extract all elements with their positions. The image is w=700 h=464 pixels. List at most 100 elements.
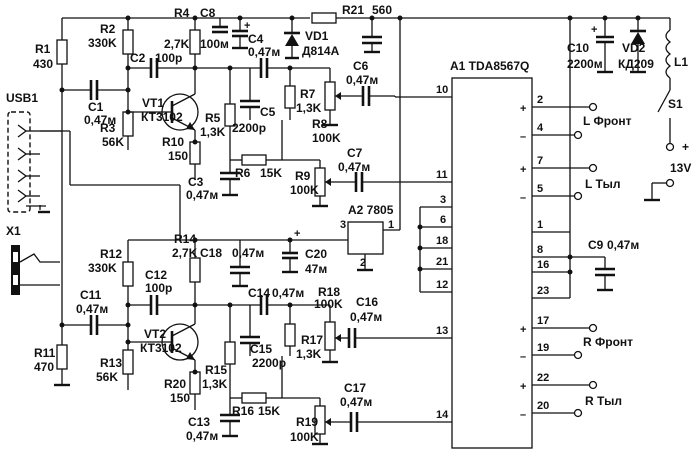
capacitor-c2: C2 100p [128, 51, 195, 78]
resistor-r17: R17 1,3K [284, 305, 323, 361]
jack-x1: X1 [6, 185, 63, 295]
svg-text:R1: R1 [35, 42, 51, 56]
potentiometer-r19: R19 100K [290, 398, 350, 446]
svg-text:0,47м: 0,47м [272, 286, 304, 300]
svg-text:R15: R15 [205, 363, 227, 377]
svg-text:100p: 100p [155, 51, 182, 65]
svg-text:VD2: VD2 [622, 41, 646, 55]
switch-s1: S1 + 13V [644, 89, 691, 202]
output-r-front: R Фронт [583, 335, 633, 349]
pin-label: 21 [436, 256, 448, 268]
svg-text:100K: 100K [312, 131, 341, 145]
svg-text:C15: C15 [250, 342, 272, 356]
svg-text:–: – [520, 192, 526, 204]
resistor-r3: R3 56K [100, 111, 134, 150]
resistor-r2: R2 330K [88, 18, 134, 112]
svg-text:+: + [244, 20, 250, 32]
resistor-r7: R7 1,3K [284, 68, 322, 120]
svg-text:2,7K: 2,7K [172, 246, 198, 260]
pin-label: 4 [537, 122, 544, 134]
svg-text:C18: C18 [200, 246, 222, 260]
transistor-vt2: VT2 КТ3102 [128, 305, 199, 372]
pin-label: 18 [436, 235, 448, 247]
svg-text:R18: R18 [318, 285, 340, 299]
capacitor-c13: C13 0,47м [186, 398, 240, 443]
capacitor-c1: C1 0,47м [62, 80, 128, 127]
svg-text:0,47м: 0,47м [340, 395, 372, 409]
pin-label: 17 [537, 315, 549, 327]
resistor-r12: R12 330K [88, 240, 134, 350]
svg-text:2: 2 [360, 257, 366, 269]
svg-text:–: – [520, 131, 526, 143]
output-r-rear: R Тыл [585, 394, 622, 408]
svg-text:C20: C20 [305, 247, 327, 261]
svg-text:X1: X1 [6, 224, 21, 238]
svg-text:1,3K: 1,3K [202, 377, 228, 391]
capacitor-c9: C9 0,47м [570, 238, 639, 292]
svg-text:100K: 100K [290, 183, 319, 197]
potentiometer-r8: R8 100K [312, 68, 362, 145]
svg-text:C4: C4 [248, 32, 264, 46]
svg-text:0,47м: 0,47м [84, 113, 116, 127]
svg-text:R8: R8 [312, 117, 328, 131]
svg-text:A2 7805: A2 7805 [348, 203, 394, 217]
usb-connector: USB1 [6, 91, 62, 214]
pin-label: 13 [436, 325, 448, 337]
svg-text:56K: 56K [96, 370, 118, 384]
svg-text:R14: R14 [174, 232, 196, 246]
capacitor-c3: C3 0,47м [186, 160, 240, 202]
pin-label: 16 [537, 259, 549, 271]
svg-text:C5: C5 [260, 105, 276, 119]
pin-label: 7 [537, 155, 543, 167]
svg-text:3: 3 [340, 219, 346, 231]
capacitor-c20: + C20 47м [282, 228, 327, 276]
svg-text:56K: 56K [102, 135, 124, 149]
svg-text:330K: 330K [88, 261, 117, 275]
svg-text:КТ3102: КТ3102 [140, 341, 182, 355]
ic-a1-body [451, 77, 533, 449]
svg-text:430: 430 [33, 57, 53, 71]
svg-text:C14: C14 [248, 286, 270, 300]
output-l-rear: L Тыл [585, 177, 621, 191]
capacitor-c14: C14 0,47м [248, 286, 304, 315]
output-l-front: L Фронт [583, 114, 632, 128]
svg-text:1,3K: 1,3K [296, 101, 322, 115]
svg-text:2200м: 2200м [567, 57, 603, 71]
svg-text:VD1: VD1 [305, 29, 329, 43]
svg-text:R9: R9 [295, 169, 311, 183]
pin-label: 6 [440, 214, 446, 226]
pin-label: 3 [440, 194, 446, 206]
svg-text:470: 470 [34, 360, 54, 374]
resistor-r15: R15 1,3K [202, 305, 236, 398]
svg-text:0,47м: 0,47м [186, 188, 218, 202]
capacitor-c12: C12 100p [128, 268, 195, 315]
supply-voltage: 13V [670, 161, 691, 175]
svg-text:C1: C1 [88, 100, 104, 114]
pin-label: 5 [537, 183, 543, 195]
svg-text:R5: R5 [205, 111, 221, 125]
svg-text:100p: 100p [145, 281, 172, 295]
svg-text:+: + [591, 24, 597, 36]
svg-text:100K: 100K [314, 297, 343, 311]
svg-text:+: + [294, 228, 300, 240]
svg-text:C8: C8 [200, 6, 216, 20]
svg-text:0,47м: 0,47м [346, 73, 378, 87]
svg-text:15K: 15K [258, 404, 280, 418]
svg-text:0,47м: 0,47м [607, 238, 639, 252]
capacitor-c16: C16 0,47м [347, 295, 382, 348]
svg-text:C6: C6 [353, 59, 369, 73]
svg-text:КТ3102: КТ3102 [141, 110, 183, 124]
svg-text:150: 150 [168, 149, 188, 163]
svg-text:C11: C11 [80, 288, 102, 302]
resistor-r20: R20 150 [164, 371, 201, 410]
svg-text:R13: R13 [100, 356, 122, 370]
svg-text:0,47м: 0,47м [76, 302, 108, 316]
pin-label: 14 [436, 409, 449, 421]
capacitor-c18: C18 0,47м [200, 240, 264, 288]
svg-text:R11: R11 [34, 346, 56, 360]
svg-text:R7: R7 [300, 87, 316, 101]
svg-text:+: + [520, 324, 526, 336]
potentiometer-r18: R18 100K [314, 285, 348, 364]
svg-text:2,7K: 2,7K [164, 37, 190, 51]
svg-text:S1: S1 [668, 97, 683, 111]
